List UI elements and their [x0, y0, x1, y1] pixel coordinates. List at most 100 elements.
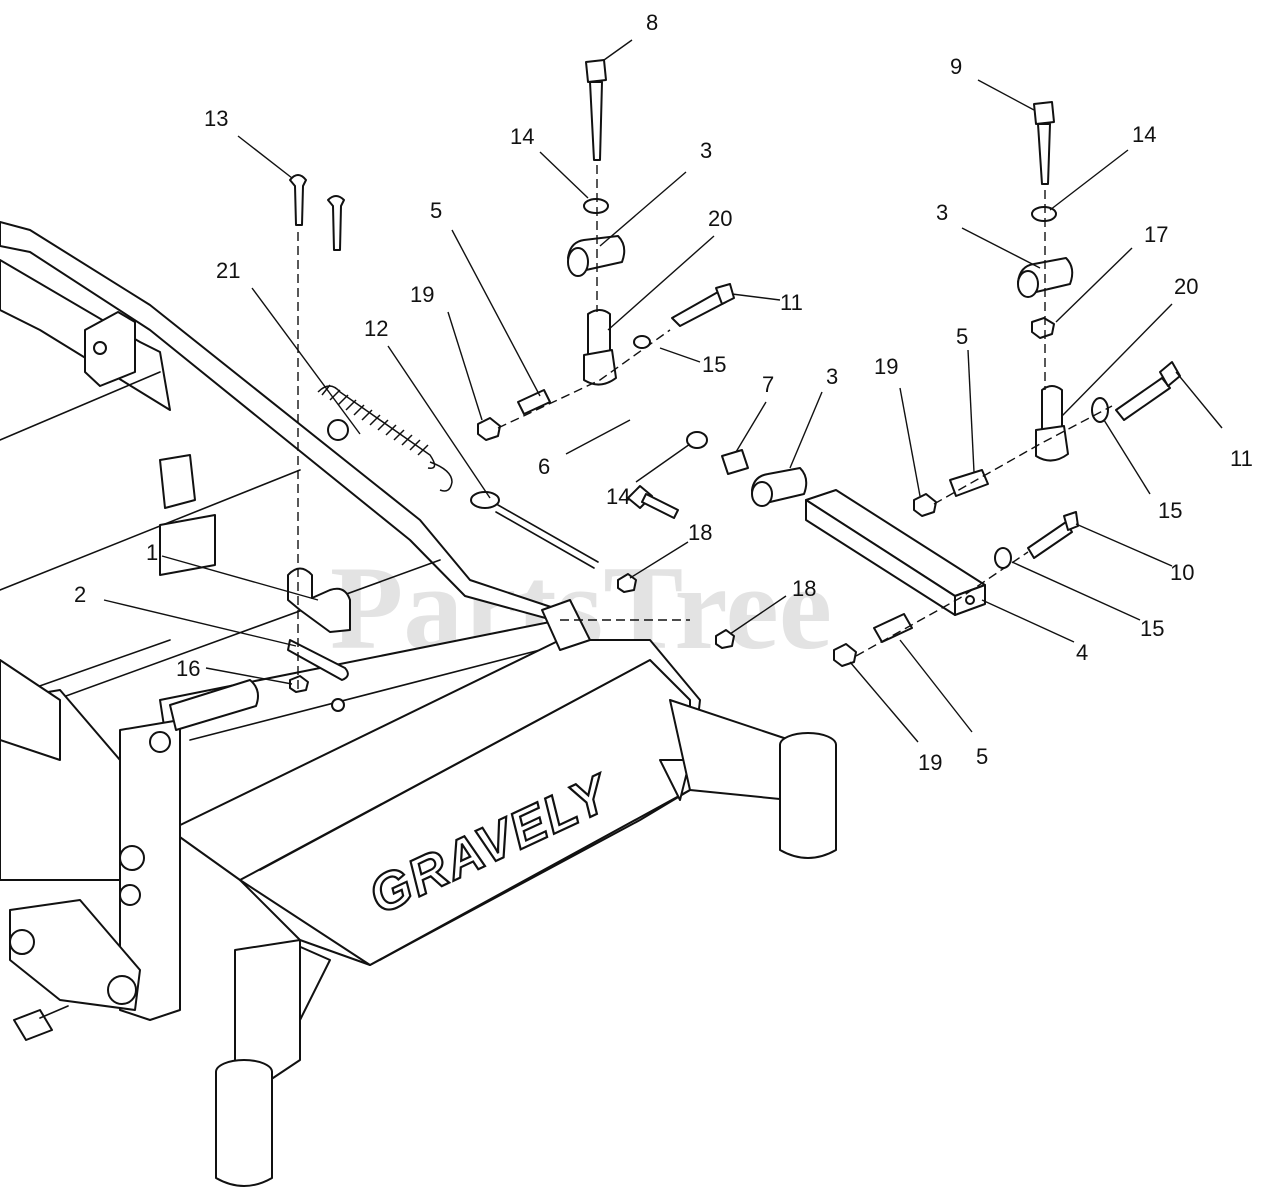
- pivot-shaft: [169, 679, 259, 731]
- pivot-block-3c-end: [751, 481, 773, 507]
- square-tube-4-top: [805, 489, 986, 597]
- bolt-9-shank: [1037, 123, 1051, 185]
- frame-right-arm: [669, 699, 791, 801]
- spacer-7: [721, 449, 749, 475]
- bolt-8-head: [585, 59, 607, 83]
- callout-5: 5: [976, 744, 988, 769]
- callout-14: 14: [1132, 122, 1156, 147]
- pivot-block-3b-end: [1017, 270, 1039, 298]
- eye-bolt-12-shank: [495, 504, 599, 569]
- bolt-11a: [671, 291, 727, 327]
- nut-16: [289, 675, 309, 693]
- callout-17: 17: [1144, 222, 1168, 247]
- callout-12: 12: [364, 316, 388, 341]
- callout-4: 4: [1076, 640, 1088, 665]
- bolt-11b: [1115, 377, 1171, 421]
- nut-17: [1031, 317, 1055, 339]
- spindle-20a-base: [583, 349, 617, 386]
- clevis-pin-13b: [327, 195, 345, 251]
- callout-1: 1: [146, 540, 158, 565]
- rail-lower-tab: [159, 514, 216, 576]
- callout-21: 21: [216, 258, 240, 283]
- washer-15c: [994, 547, 1012, 569]
- callout-11: 11: [1230, 446, 1253, 471]
- callout-18: 18: [792, 576, 816, 601]
- nut-19a: [477, 417, 501, 441]
- linkage-bolt-lower: [119, 884, 141, 906]
- callout-8: 8: [646, 10, 658, 35]
- callout-20: 20: [1174, 274, 1198, 299]
- callout-9: 9: [950, 54, 962, 79]
- bolt-11a-head: [715, 283, 735, 305]
- callout-19: 19: [874, 354, 898, 379]
- lower-bracket-hole-2: [107, 975, 137, 1005]
- frame-bracket-hole: [93, 341, 107, 355]
- bolt-6-shank: [641, 493, 679, 519]
- frame-left-leg: [234, 939, 301, 1081]
- callout-16: 16: [176, 656, 200, 681]
- linkage-bolt-mid: [119, 845, 145, 871]
- callout-13: 13: [204, 106, 228, 131]
- bolt-10-head: [1063, 511, 1079, 531]
- callout-14: 14: [606, 484, 630, 509]
- pivot-block-3a-end: [567, 247, 589, 277]
- callout-11: 11: [780, 290, 803, 315]
- callout-15: 15: [1158, 498, 1182, 523]
- bolt-8-shank: [589, 81, 603, 161]
- bolt-9-head: [1033, 101, 1055, 125]
- callout-14: 14: [510, 124, 534, 149]
- assembly-lines: [297, 165, 1113, 690]
- callout-19: 19: [918, 750, 942, 775]
- caster-tube-left: [215, 1071, 273, 1187]
- nut-19c: [833, 643, 857, 667]
- washer-14c: [686, 431, 708, 449]
- callout-19: 19: [410, 282, 434, 307]
- nut-16b: [331, 698, 345, 712]
- callout-2: 2: [74, 582, 86, 607]
- frame-face-edges: [259, 659, 691, 961]
- linkage-bolt-top: [149, 731, 171, 753]
- washer-14a: [583, 198, 609, 214]
- strap-2: [287, 639, 349, 681]
- callout-15: 15: [702, 352, 726, 377]
- spindle-20b-base: [1035, 425, 1069, 462]
- callout-18: 18: [688, 520, 712, 545]
- frame-bolt-shank: [39, 1005, 69, 1019]
- callout-15: 15: [1140, 616, 1164, 641]
- washer-15a: [633, 335, 651, 349]
- frame-deck-lines: [0, 371, 561, 761]
- spacer-5b: [949, 469, 989, 497]
- callout-5: 5: [430, 198, 442, 223]
- spacer-5a: [517, 389, 551, 415]
- nut-18a: [617, 573, 637, 593]
- washer-14b: [1031, 206, 1057, 222]
- parts: [287, 59, 1181, 712]
- nut-19b: [913, 493, 937, 517]
- callout-3: 3: [936, 200, 948, 225]
- rail-side-tab: [159, 454, 196, 509]
- spacer-5c: [873, 613, 913, 643]
- callout-10: 10: [1170, 560, 1194, 585]
- caster-tube-right: [779, 744, 837, 859]
- lower-bracket-hole-1: [9, 929, 35, 955]
- callout-3: 3: [700, 138, 712, 163]
- frame-left-edge-block: [0, 659, 61, 761]
- callout-labels: 8 9 13 14 3 14 3 17 5 20 20 21 19 11 12 …: [74, 10, 1253, 775]
- callout-5: 5: [956, 324, 968, 349]
- callout-3: 3: [826, 364, 838, 389]
- washer-15b: [1091, 397, 1109, 423]
- square-tube-4-hole: [965, 595, 975, 605]
- clevis-pin-13a: [289, 174, 307, 226]
- callout-6: 6: [538, 454, 550, 479]
- frame-lower-bracket: [9, 899, 141, 1011]
- eye-bolt-12-eye: [470, 491, 500, 509]
- frame-cutout-right: [659, 759, 691, 801]
- frame-cutout-left: [295, 944, 331, 1021]
- callout-7: 7: [762, 372, 774, 397]
- bolt-10: [1027, 521, 1073, 559]
- leader-lines: [103, 39, 1223, 743]
- frame-pivot-mount: [541, 599, 591, 651]
- nut-18b: [715, 629, 735, 649]
- frame-rail-bracket: [84, 311, 136, 387]
